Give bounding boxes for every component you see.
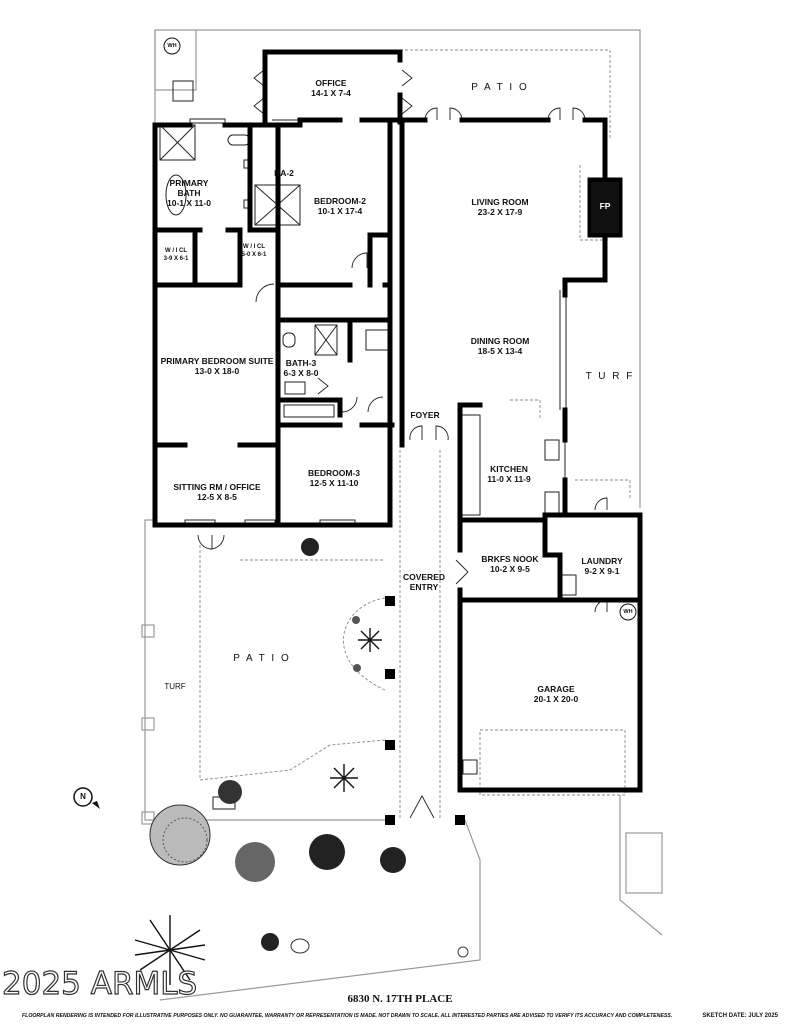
sitting-dims: 12-5 X 8-5 xyxy=(197,492,237,502)
room-primary-bath: PRIMARY BATH 10-1 X 11-0 xyxy=(158,178,220,208)
room-wicl-left: W / I CL 3-9 X 6-1 xyxy=(157,247,195,263)
room-laundry: LAUNDRY 9-2 X 9-1 xyxy=(577,556,627,576)
office-dims: 14-1 X 7-4 xyxy=(311,88,351,98)
patio-left-label: P A T I O xyxy=(233,653,291,664)
walls xyxy=(152,49,643,793)
bath3-dims: 6-3 X 8-0 xyxy=(283,368,319,378)
room-living: LIVING ROOM 23-2 X 17-9 xyxy=(455,197,545,217)
address-title: 6830 N. 17TH PLACE xyxy=(347,993,453,1005)
posts xyxy=(385,596,465,825)
room-bedroom3: BEDROOM-3 12-5 X 11-10 xyxy=(295,468,373,488)
room-office: OFFICE 14-1 X 7-4 xyxy=(300,78,362,98)
wicl-left-name: W / I CL xyxy=(165,248,187,254)
garage-name: GARAGE xyxy=(537,684,575,694)
sketch-date: SKETCH DATE: JULY 2025 xyxy=(702,1013,778,1019)
bedroom3-dims: 12-5 X 11-10 xyxy=(309,478,359,488)
wicl-right-name: W / I CL xyxy=(243,244,265,250)
primary-suite-dims: 13-0 X 18-0 xyxy=(194,366,240,376)
primary-bath-name2: BATH xyxy=(177,188,201,198)
sitting-name: SITTING RM / OFFICE xyxy=(173,482,261,492)
patio-top-label: P A T I O xyxy=(471,82,529,93)
dining-name: DINING ROOM xyxy=(470,336,530,346)
room-primary-suite: PRIMARY BEDROOM SUITE 13-0 X 18-0 xyxy=(158,356,276,376)
patio-dashed xyxy=(199,49,631,820)
primary-bath-dims: 10-1 X 11-0 xyxy=(167,198,211,208)
water-heater-garage xyxy=(619,603,637,621)
room-bedroom2: BEDROOM-2 10-1 X 17-4 xyxy=(300,196,380,216)
room-kitchen: KITCHEN 11-0 X 11-9 xyxy=(478,464,540,484)
living-name: LIVING ROOM xyxy=(471,197,529,207)
brkfs-dims: 10-2 X 9-5 xyxy=(490,564,530,574)
bath3-name: BATH-3 xyxy=(285,358,317,368)
disclaimer: FLOORPLAN RENDERING IS INTENDED FOR ILLU… xyxy=(22,1013,673,1019)
kitchen-dims: 11-0 X 11-9 xyxy=(487,474,531,484)
fp-name: FP xyxy=(599,201,611,211)
room-brkfs-nook: BRKFS NOOK 10-2 X 9-5 xyxy=(474,554,546,574)
room-ba2: BA-2 xyxy=(266,168,302,178)
fireplace-label: FP xyxy=(591,201,619,211)
room-foyer: FOYER xyxy=(402,410,448,420)
laundry-dims: 9-2 X 9-1 xyxy=(584,566,620,576)
wicl-left-dims: 3-9 X 6-1 xyxy=(163,256,189,262)
room-garage: GARAGE 20-1 X 20-0 xyxy=(520,684,592,704)
palm-plants xyxy=(134,628,382,985)
bedroom3-name: BEDROOM-3 xyxy=(308,468,360,478)
ba2-name: BA-2 xyxy=(274,168,294,178)
north-arrow xyxy=(73,787,100,809)
brkfs-name: BRKFS NOOK xyxy=(481,554,539,564)
living-dims: 23-2 X 17-9 xyxy=(477,207,523,217)
room-dining: DINING ROOM 18-5 X 13-4 xyxy=(455,336,545,356)
kitchen-name: KITCHEN xyxy=(490,464,528,474)
wh-top-label: WH xyxy=(167,43,177,49)
room-sitting: SITTING RM / OFFICE 12-5 X 8-5 xyxy=(158,482,276,502)
bedroom2-dims: 10-1 X 17-4 xyxy=(317,206,363,216)
turf-right-label: T U R F xyxy=(585,371,635,382)
room-bath3: BATH-3 6-3 X 8-0 xyxy=(280,358,322,378)
turf-left-label: TURF xyxy=(164,682,186,691)
wh-garage-label: WH xyxy=(623,609,633,615)
room-covered-entry: COVERED ENTRY xyxy=(398,572,450,592)
bedroom2-name: BEDROOM-2 xyxy=(314,196,366,206)
foyer-name: FOYER xyxy=(410,410,440,420)
garage-dims: 20-1 X 20-0 xyxy=(533,694,579,704)
water-heater-top xyxy=(163,37,181,55)
primary-suite-name: PRIMARY BEDROOM SUITE xyxy=(160,356,274,366)
landscape-plants xyxy=(149,538,469,958)
fireplace xyxy=(591,182,619,233)
room-wicl-right: W / I CL 5-0 X 6-1 xyxy=(232,243,276,259)
office-name: OFFICE xyxy=(315,78,347,88)
north-label: N xyxy=(80,792,86,801)
covered-entry-name2: ENTRY xyxy=(409,582,439,592)
wicl-right-dims: 5-0 X 6-1 xyxy=(241,252,267,258)
dining-dims: 18-5 X 13-4 xyxy=(477,346,523,356)
laundry-name: LAUNDRY xyxy=(581,556,623,566)
covered-entry-name: COVERED xyxy=(402,572,446,582)
primary-bath-name: PRIMARY xyxy=(169,178,209,188)
armls-watermark: 2025 ARMLS xyxy=(1,965,198,1002)
